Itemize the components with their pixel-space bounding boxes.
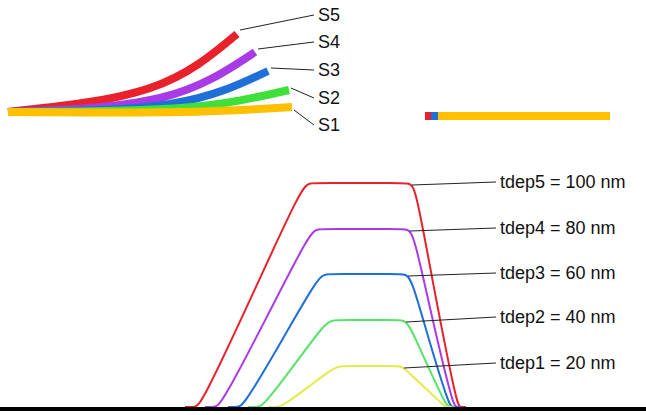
profile-curve bbox=[205, 229, 462, 407]
beam bbox=[8, 107, 292, 112]
thickness-label: tdep2 = 40 nm bbox=[500, 308, 616, 326]
leader-line bbox=[408, 273, 496, 276]
leader-line bbox=[404, 363, 496, 368]
leader-line bbox=[410, 228, 496, 231]
beam-label: S5 bbox=[318, 6, 340, 24]
profile-curve bbox=[268, 366, 452, 407]
leader-line bbox=[291, 88, 314, 98]
leader-line bbox=[271, 68, 314, 70]
beam-label: S4 bbox=[318, 33, 340, 51]
profile-curve bbox=[228, 274, 458, 407]
beam-label: S3 bbox=[318, 61, 340, 79]
thickness-label: tdep1 = 20 nm bbox=[500, 354, 616, 372]
leader-lines bbox=[240, 15, 496, 368]
beam-label: S1 bbox=[318, 116, 340, 134]
thickness-profiles bbox=[185, 183, 466, 407]
thickness-label: tdep4 = 80 nm bbox=[500, 219, 616, 237]
substrate-line bbox=[0, 407, 646, 411]
beam-label: S2 bbox=[318, 89, 340, 107]
leader-line bbox=[240, 15, 314, 30]
leader-line bbox=[294, 110, 314, 125]
bent-beams bbox=[8, 34, 292, 112]
profile-curve bbox=[248, 320, 455, 407]
leader-line bbox=[406, 317, 496, 322]
thickness-label: tdep3 = 60 nm bbox=[500, 264, 616, 282]
thickness-label: tdep5 = 100 nm bbox=[500, 173, 626, 191]
leader-line bbox=[258, 42, 314, 49]
flat-beam bbox=[425, 112, 610, 120]
profile-curve bbox=[185, 183, 466, 407]
leader-line bbox=[412, 182, 496, 185]
